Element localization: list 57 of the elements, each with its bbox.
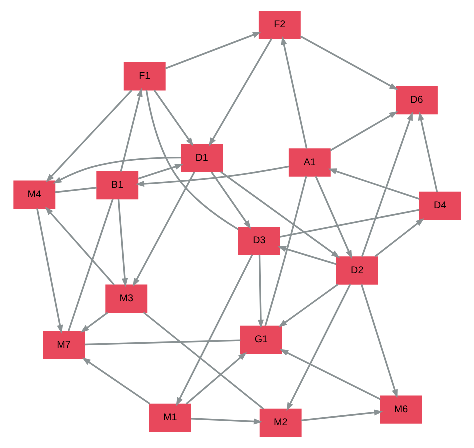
arrow xyxy=(257,254,264,329)
node-box: B1 xyxy=(96,171,138,200)
node-box: D6 xyxy=(396,86,438,115)
node-box: D4 xyxy=(418,192,461,220)
node-box: M4 xyxy=(13,180,56,209)
arrow xyxy=(330,111,398,152)
arrow xyxy=(300,410,383,422)
arrow xyxy=(132,172,195,288)
arrow xyxy=(164,32,262,70)
arrow xyxy=(328,168,420,200)
arrow xyxy=(360,284,398,398)
arrow xyxy=(220,171,340,258)
connector xyxy=(264,176,307,326)
arrow xyxy=(46,90,132,183)
arrow xyxy=(120,88,142,172)
node-box: M1 xyxy=(148,404,191,432)
node-box: M6 xyxy=(380,396,422,424)
arrow xyxy=(314,176,352,260)
arrow xyxy=(278,284,338,328)
connector xyxy=(67,199,114,332)
arrow xyxy=(418,112,438,192)
arrow xyxy=(286,284,351,412)
node-box: F2 xyxy=(258,10,300,40)
arrow xyxy=(138,164,184,180)
connector xyxy=(54,187,96,194)
node-box: F1 xyxy=(123,62,166,91)
node-box: D2 xyxy=(336,256,378,285)
node-box: M7 xyxy=(42,331,85,360)
arrow xyxy=(80,312,108,334)
arrow xyxy=(44,206,115,286)
connector xyxy=(280,209,420,238)
node-box: A1 xyxy=(288,148,330,177)
arrow xyxy=(190,418,262,425)
arrow xyxy=(280,36,308,149)
arrow xyxy=(374,218,424,258)
node-box: G1 xyxy=(240,326,282,354)
node-box: D1 xyxy=(180,144,223,172)
arrow xyxy=(52,156,181,184)
arrow xyxy=(135,166,289,188)
node-box: M3 xyxy=(105,284,148,313)
arrow xyxy=(208,38,272,147)
arrow xyxy=(153,90,194,147)
node-box: D3 xyxy=(238,226,280,256)
arrow xyxy=(117,199,128,288)
arrow xyxy=(210,172,251,230)
arrow xyxy=(277,246,336,266)
connector xyxy=(84,340,240,346)
arrow xyxy=(300,36,398,90)
connector xyxy=(142,312,264,410)
node-box: M2 xyxy=(259,408,302,438)
arrow xyxy=(360,112,412,258)
arrow xyxy=(36,208,63,334)
arrow xyxy=(176,254,253,406)
connector xyxy=(145,90,239,230)
arrow xyxy=(185,352,247,405)
arrow xyxy=(279,349,380,400)
arrow xyxy=(82,358,150,405)
